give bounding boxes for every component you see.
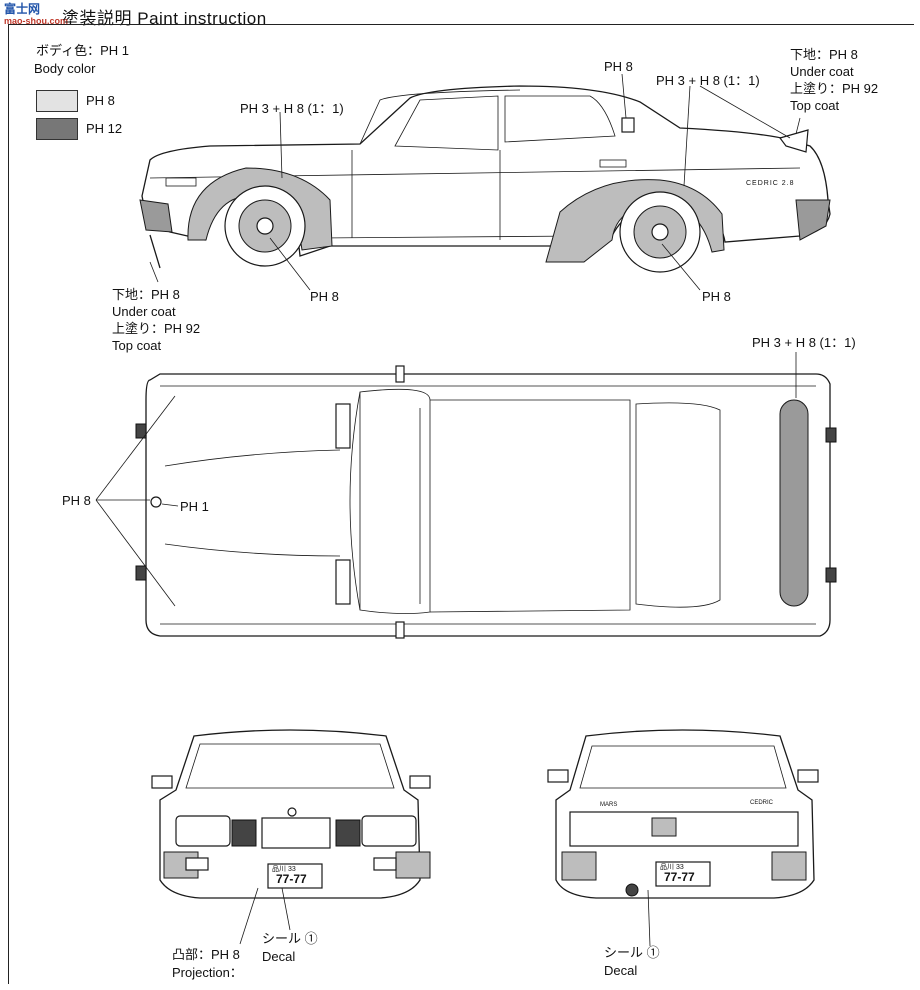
rear-wheel (619, 191, 701, 273)
front-mirror-left (151, 775, 173, 789)
antenna-top (395, 365, 405, 383)
front-mirror-right (409, 775, 431, 789)
front-wheel (224, 185, 306, 267)
watermark: 富士网 mao-shou.com (4, 2, 69, 26)
front-projection-jp: 凸部：PH 8 (172, 947, 240, 962)
headlight-left (175, 815, 231, 847)
rear-spoiler-side (795, 199, 831, 241)
callout-rear-wheel: PH 8 (702, 289, 731, 304)
hood-vent-upper (335, 403, 351, 449)
rear-plate-region: 品川 33 (660, 864, 684, 871)
fog-light-right (373, 857, 397, 871)
callout-wing: PH 3 + H 8 (1：1) (752, 335, 856, 350)
top-body-outline (145, 373, 831, 637)
callout-front-flare: PH 3 + H 8 (1：1) (240, 101, 344, 116)
front-plate-number: 77-77 (276, 872, 307, 886)
door-handle (599, 159, 627, 168)
front-projection-en: Projection： (172, 965, 243, 980)
rear-panel-center (651, 817, 677, 837)
callout-emblem: PH 1 (180, 499, 209, 514)
fog-light-left (185, 857, 209, 871)
mirror-right-top (135, 565, 147, 581)
chin-note-line: 上塗り：PH 92 (112, 321, 201, 336)
side-badge: CEDRIC 2.8 (746, 180, 795, 187)
body-color-label-en: Body color (34, 61, 96, 76)
rear-marker-top-1 (825, 427, 837, 443)
callout-trunk-lid: PH 8 (604, 59, 633, 74)
front-grille (261, 817, 331, 849)
grille-insert-right (335, 819, 361, 847)
chin-note-line: Under coat (112, 304, 176, 319)
spoiler-note-line: Top coat (790, 98, 840, 113)
spoiler-note-line: Under coat (790, 64, 854, 79)
spoiler-note: 下地：PH 8 Under coat 上塗り：PH 92 Top coat (790, 46, 878, 114)
chin-spoiler-note: 下地：PH 8 Under coat 上塗り：PH 92 Top coat (112, 286, 200, 354)
rear-body-outline (555, 729, 815, 899)
chin-note-line: 下地：PH 8 (112, 287, 180, 302)
rear-bumper-end-right (771, 851, 807, 881)
swatch-dark-label: PH 12 (86, 121, 123, 136)
rear-mirror-right (797, 769, 819, 783)
rear-badge-right: CEDRIC (750, 800, 774, 806)
rear-bumper-end-left (561, 851, 597, 881)
mirror-left-top (135, 423, 147, 439)
title-jp: 塗装説明 (62, 9, 132, 28)
rear-decal-jp: シール ① (604, 945, 660, 960)
diagram-frame (8, 24, 914, 984)
grille-insert-left (231, 819, 257, 847)
front-emblem (287, 807, 297, 817)
front-plate-region: 品川 33 (272, 866, 296, 873)
rear-marker-top-2 (825, 567, 837, 583)
body-color-label-jp: ボディ色：PH 1 (36, 43, 129, 58)
spoiler-note-line: 上塗り：PH 92 (790, 81, 879, 96)
side-exhaust (149, 234, 161, 269)
front-decal-en: Decal (262, 949, 296, 964)
callout-rear-flare: PH 3 + H 8 (1：1) (656, 73, 760, 88)
callout-mirrors: PH 8 (62, 493, 91, 508)
front-chin-spoiler (139, 199, 173, 233)
rear-light-panel (569, 811, 799, 847)
rear-mirror-left (547, 769, 569, 783)
headlight-right (361, 815, 417, 847)
trunk-spoiler (778, 129, 809, 153)
hood-emblem (150, 496, 162, 508)
swatch-light-label: PH 8 (86, 93, 115, 108)
rear-plate (655, 861, 711, 887)
swatch-light (36, 90, 78, 112)
front-decal-jp: シール ① (262, 931, 318, 946)
front-body-outline (159, 729, 421, 899)
front-plate (267, 863, 323, 889)
spoiler-note-line: 下地：PH 8 (790, 47, 858, 62)
rear-plate-number: 77-77 (664, 870, 695, 884)
rear-vent (621, 117, 635, 133)
swatch-dark (36, 118, 78, 140)
antenna-bottom (395, 621, 405, 639)
rear-badge-left: MARS (600, 802, 618, 808)
page-title: 塗装説明 Paint instruction (62, 4, 267, 29)
side-marker-light (165, 177, 197, 187)
rear-decal-en: Decal (604, 963, 638, 978)
callout-front-wheel: PH 8 (310, 289, 339, 304)
title-en: Paint instruction (137, 9, 267, 28)
rear-exhaust (625, 883, 639, 897)
chin-note-line: Top coat (112, 338, 162, 353)
hood-vent-lower (335, 559, 351, 605)
rear-wing-top (779, 399, 809, 607)
